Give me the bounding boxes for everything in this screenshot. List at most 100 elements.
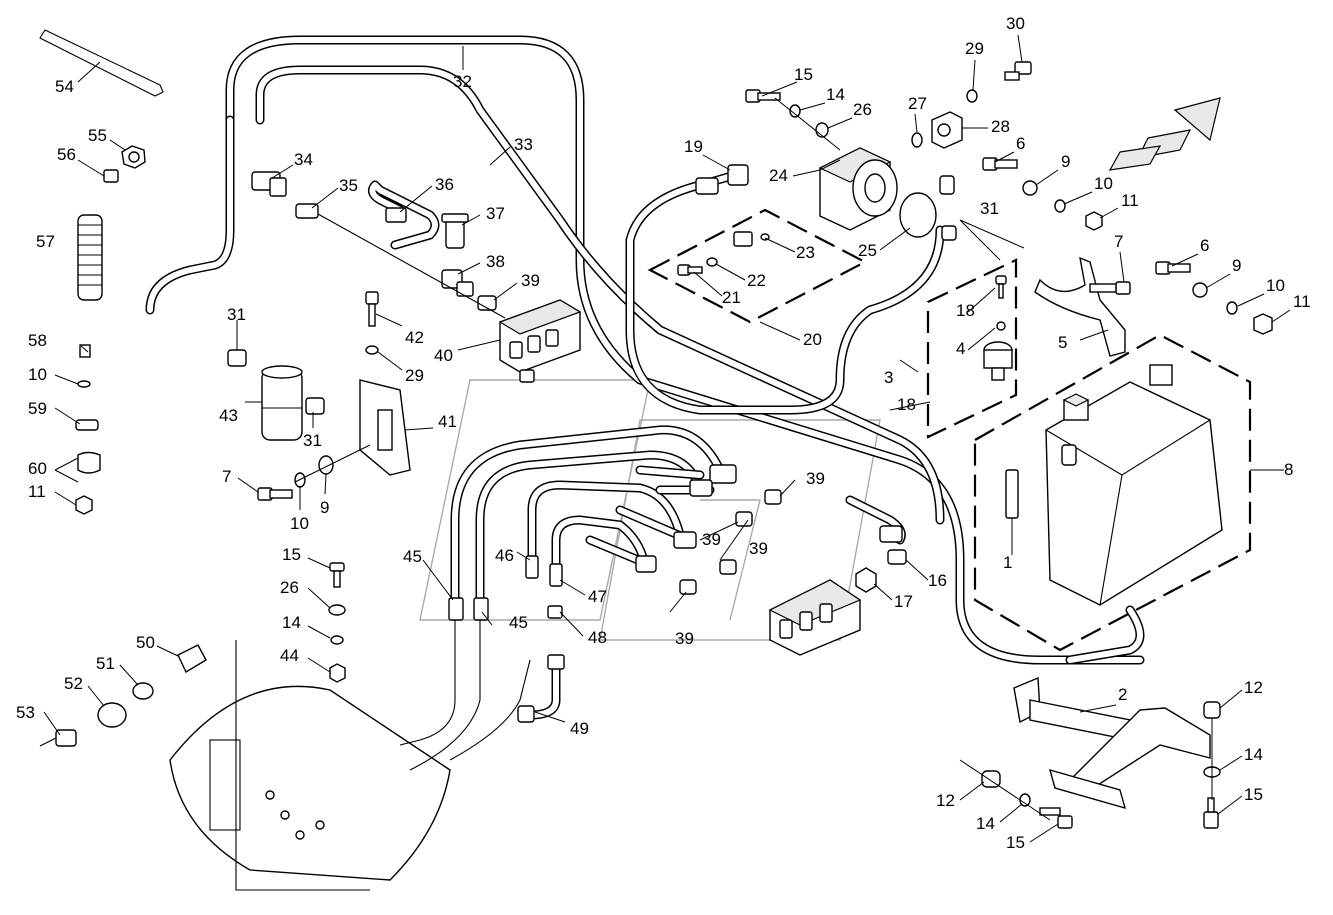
callout-15-right: 15 (1244, 785, 1263, 804)
callout-39-a: 39 (806, 469, 825, 488)
part-10-washer-upper (1054, 199, 1066, 213)
callout-33: 33 (514, 135, 533, 154)
callout-13-right: 12 (1244, 678, 1263, 697)
callout-52: 52 (64, 674, 83, 693)
part-26-washer-top (815, 122, 829, 138)
part-21-bolt (677, 264, 703, 276)
callout-30: 30 (1006, 14, 1025, 33)
part-28-block (931, 111, 963, 149)
lower-manifold (768, 579, 862, 656)
callout-39-b: 39 (702, 530, 721, 549)
part-34-fitting (251, 171, 287, 197)
callout-10-left: 10 (290, 514, 309, 533)
part-25-o-ring (899, 192, 937, 238)
callout-39-top: 39 (521, 271, 540, 290)
part-55-nut (121, 145, 146, 169)
callout-9-left: 9 (320, 498, 329, 517)
part-11-nut-upper (1085, 211, 1103, 231)
part-56-fitting (103, 169, 119, 183)
part-27-o-ring (911, 132, 923, 148)
callout-59: 59 (28, 399, 47, 418)
callout-47: 47 (588, 587, 607, 606)
part-29-washer (365, 345, 379, 355)
part-40-valve-block (498, 299, 582, 383)
bolt-axis-top (774, 97, 841, 151)
part-38-fitting (441, 269, 474, 297)
part-4-screw (995, 275, 1007, 299)
callout-51: 51 (96, 654, 115, 673)
callout-labels: 54 55 56 57 58 10 59 60 11 32 33 34 35 3… (16, 14, 1311, 852)
callout-19: 19 (684, 137, 703, 156)
part-5-washer (996, 321, 1006, 331)
callout-26-left: 26 (280, 578, 299, 597)
watermark-graphic (419, 379, 881, 641)
center-hoses (585, 464, 782, 595)
callout-26-top: 26 (853, 100, 872, 119)
callout-9-upper: 9 (1061, 152, 1070, 171)
part-30-bolt (1004, 61, 1032, 81)
callout-34: 34 (294, 150, 313, 169)
part-41-bracket (359, 379, 411, 476)
callout-31-left: 31 (227, 305, 246, 324)
callout-10-upper: 10 (1094, 174, 1113, 193)
hose-bundle-45-47 (450, 425, 725, 605)
hose-49 (525, 660, 561, 720)
lower-hose-stubs (399, 620, 531, 771)
hose-end-fittings (448, 555, 565, 723)
group-1-box (973, 333, 1252, 652)
callout-14-right: 14 (1244, 745, 1263, 764)
callout-24: 24 (769, 166, 788, 185)
callout-35: 35 (339, 176, 358, 195)
part-17-nut (855, 567, 877, 593)
callout-9-lower: 9 (1232, 256, 1241, 275)
callout-14-lower: 14 (976, 814, 995, 833)
part-36-pipe (367, 180, 440, 250)
callout-8-upper: 6 (1016, 134, 1025, 153)
part-58-60-clamp (75, 344, 101, 515)
callout-27: 27 (908, 94, 927, 113)
callout-11-upper: 11 (1121, 191, 1139, 210)
callout-6: 5 (1058, 333, 1067, 352)
callout-20: 20 (803, 330, 822, 349)
callout-3: 3 (884, 368, 893, 387)
callout-56: 56 (57, 145, 76, 164)
bolt-axis-left (294, 444, 371, 483)
mount-axis-left (959, 759, 1051, 821)
callout-44: 44 (280, 646, 299, 665)
callout-50: 50 (136, 633, 155, 652)
callout-14-top: 14 (826, 85, 845, 104)
part-8-bolt-upper (982, 157, 1018, 171)
callout-60: 60 (28, 459, 47, 478)
part-54-cable-tie (39, 29, 164, 97)
part-31-fitting-right (939, 175, 957, 241)
callout-57: 57 (36, 232, 55, 251)
part-57-sleeve (77, 214, 103, 301)
callout-10: 10 (28, 365, 47, 384)
callout-5: 4 (956, 339, 965, 358)
hose-tank-return (845, 495, 906, 545)
part-15-bolt-lower (1039, 807, 1073, 829)
part-53-coupler (39, 729, 77, 747)
callout-45-upper: 45 (403, 547, 422, 566)
callout-16: 16 (928, 571, 947, 590)
part-8-bolt-lower (1155, 261, 1191, 275)
part-10-washer-lower (1226, 301, 1238, 315)
hose-32-33 (145, 35, 1145, 665)
part-16-fitting (887, 549, 907, 565)
callout-39-c: 39 (749, 539, 768, 558)
callout-37: 37 (486, 204, 505, 223)
callout-45-lower: 45 (509, 613, 528, 632)
callout-29-mid: 29 (405, 366, 424, 385)
part-11-nut-lower (1253, 313, 1273, 335)
parts-geometry (39, 29, 1273, 891)
callout-58: 58 (28, 331, 47, 350)
part-15-26-14-44-stack (328, 562, 346, 683)
callout-42: 42 (405, 328, 424, 347)
callout-28: 28 (991, 117, 1010, 136)
callout-2: 1 (1003, 553, 1012, 572)
callout-49: 49 (570, 719, 589, 738)
part-43-filter (261, 365, 303, 441)
callout-12: 2 (1118, 685, 1127, 704)
callout-29-top: 29 (965, 39, 984, 58)
part-19-elbow (695, 164, 749, 195)
